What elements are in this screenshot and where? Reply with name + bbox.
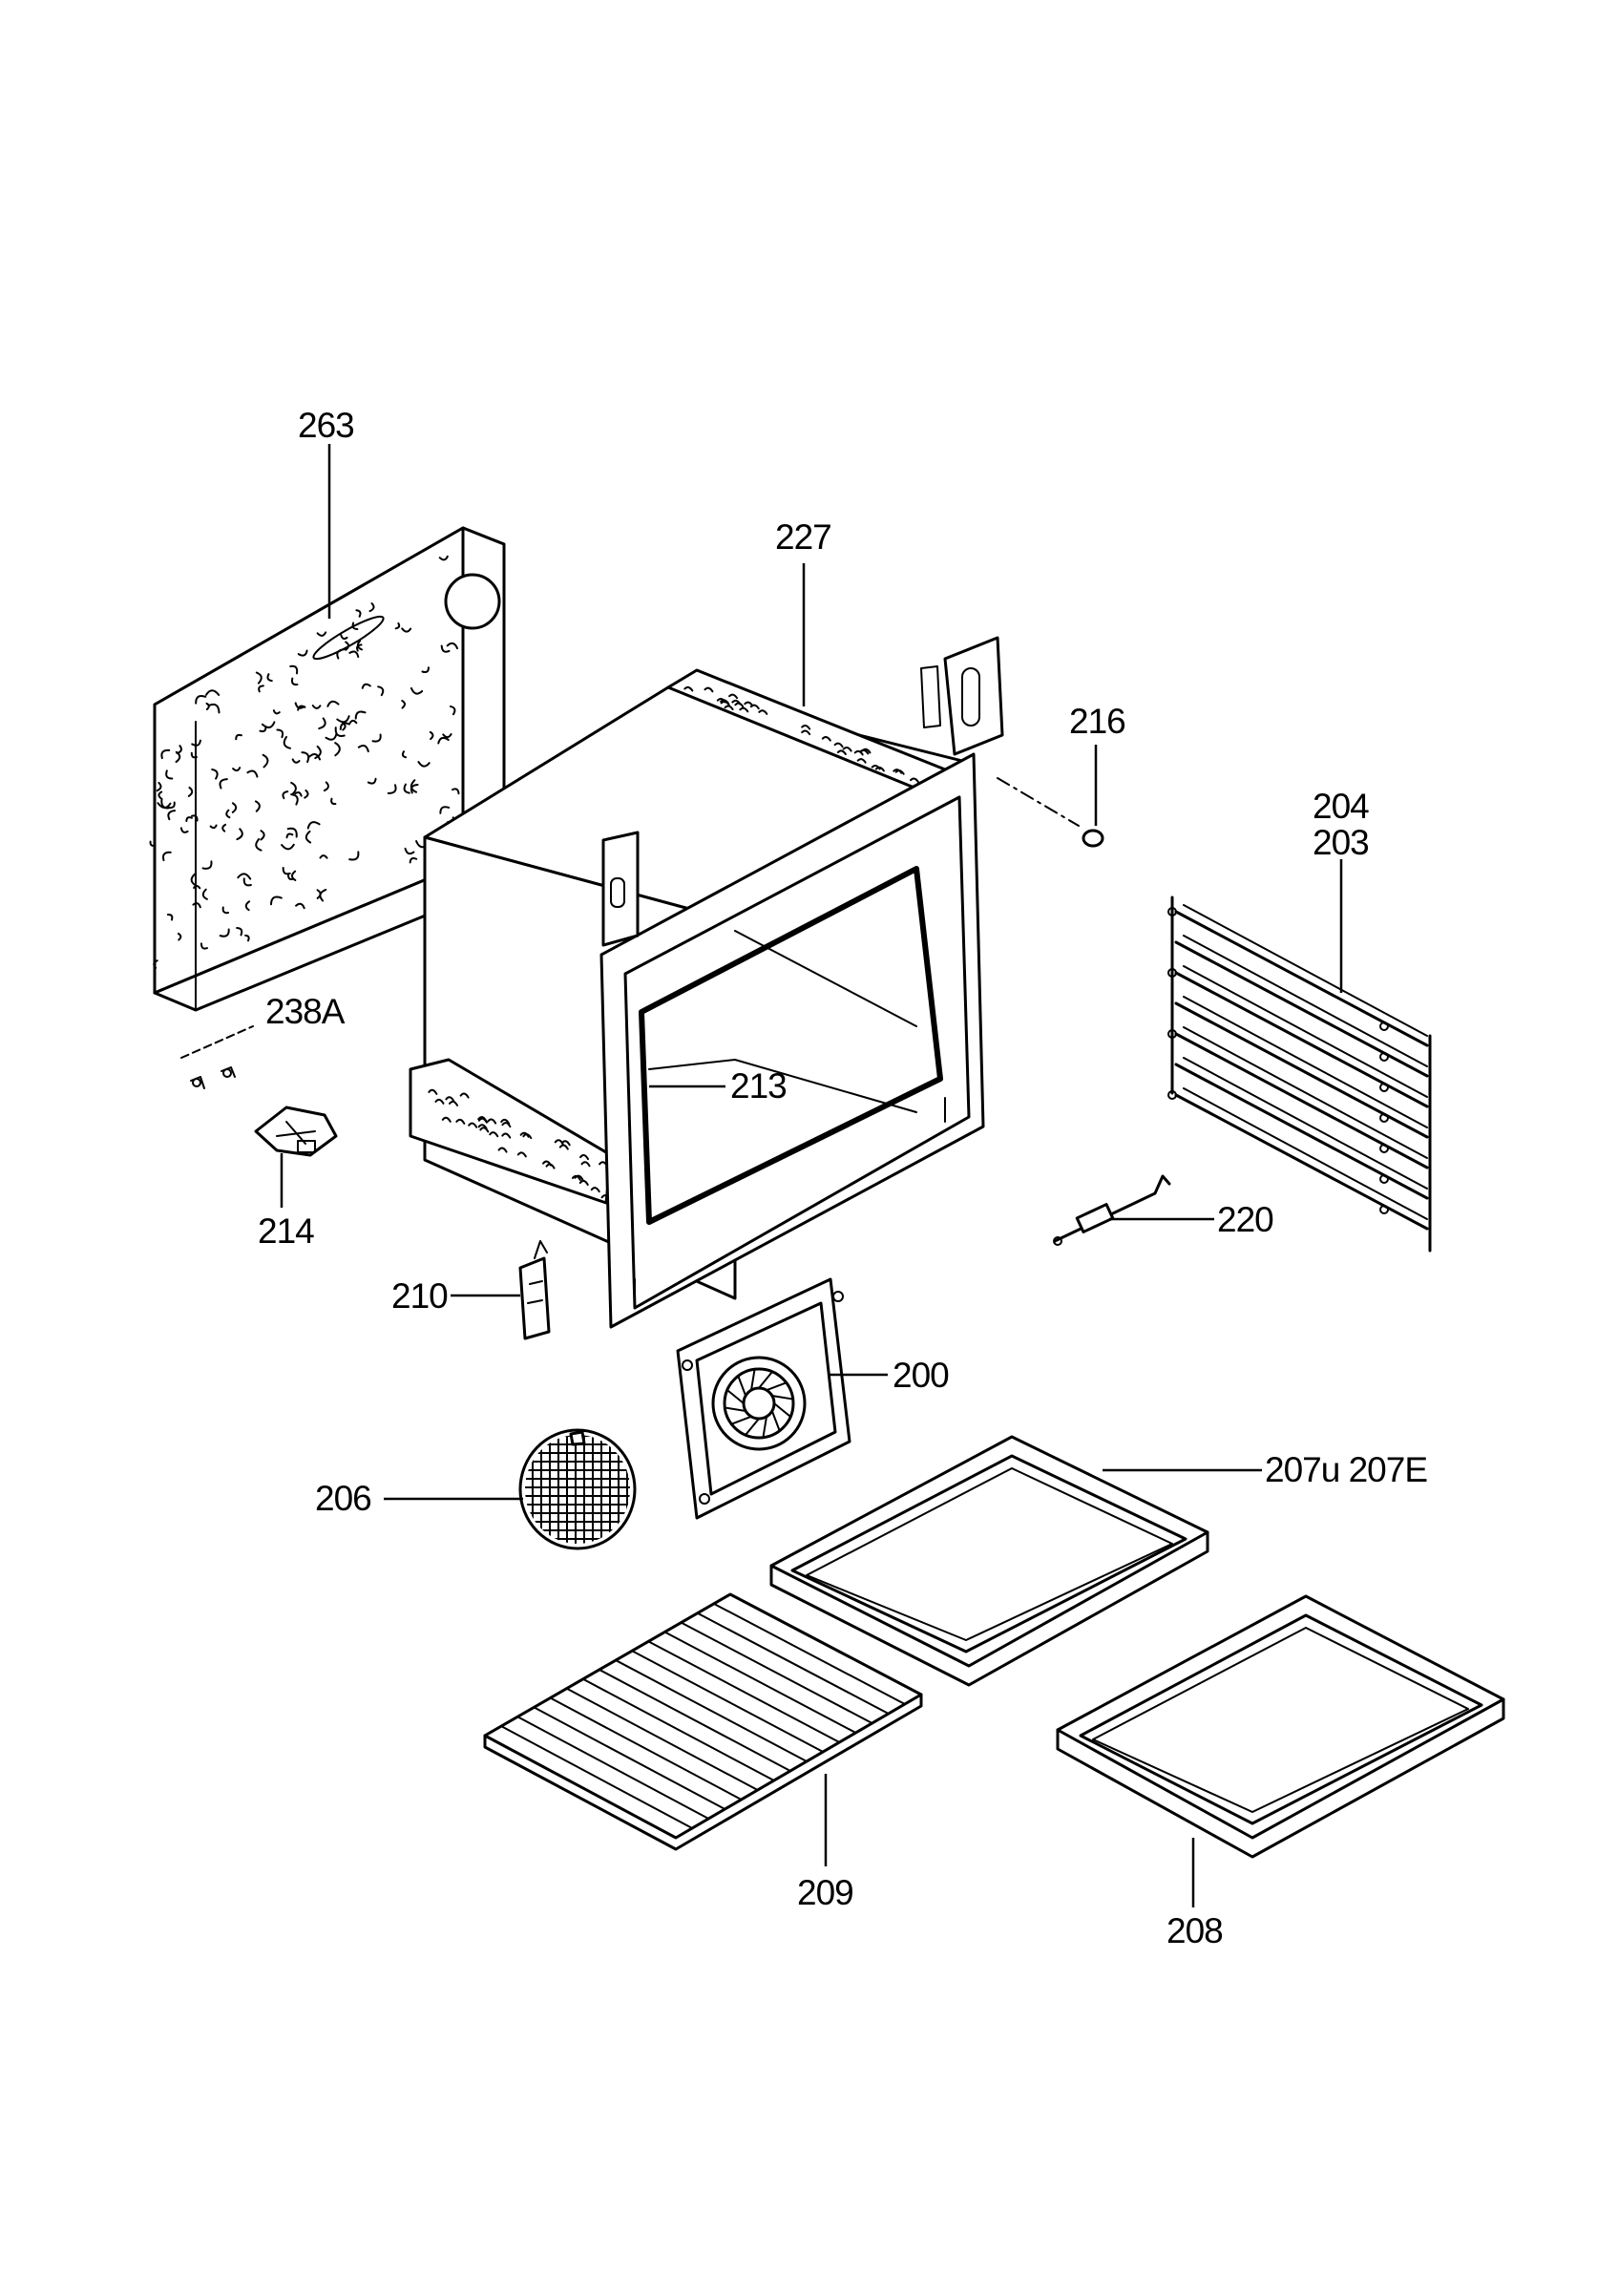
label-216: 216 <box>1069 702 1125 741</box>
label-209: 209 <box>797 1873 853 1912</box>
label-238A: 238A <box>265 992 346 1031</box>
part-204-203-shelf-rack <box>1167 895 1432 1253</box>
part-216-screw <box>997 777 1104 848</box>
part-206-fan-grille <box>518 1428 637 1550</box>
part-210-latch <box>518 1240 551 1340</box>
label-227: 227 <box>775 517 831 557</box>
part-207-baking-tray <box>769 1435 1209 1687</box>
label-204: 204 <box>1313 787 1369 826</box>
leader-lines <box>280 444 1343 1907</box>
label-213: 213 <box>730 1066 787 1106</box>
label-220: 220 <box>1217 1200 1273 1239</box>
part-209-grid-shelf <box>483 1592 923 1851</box>
part-227-oven-cavity <box>409 636 1004 1329</box>
label-203: 203 <box>1313 823 1369 862</box>
label-206: 206 <box>315 1479 371 1518</box>
label-207: 207u 207E <box>1265 1450 1427 1489</box>
part-220-sensor <box>1053 1174 1171 1246</box>
label-210: 210 <box>391 1276 448 1316</box>
label-208: 208 <box>1166 1911 1223 1950</box>
part-214-lamp-holder <box>254 1106 338 1157</box>
label-214: 214 <box>258 1211 314 1251</box>
label-200: 200 <box>893 1356 949 1395</box>
part-208-deep-tray <box>1056 1594 1505 1859</box>
label-263: 263 <box>298 406 354 445</box>
part-238A-screws <box>180 1025 254 1089</box>
part-200-fan-cover <box>676 1277 851 1520</box>
